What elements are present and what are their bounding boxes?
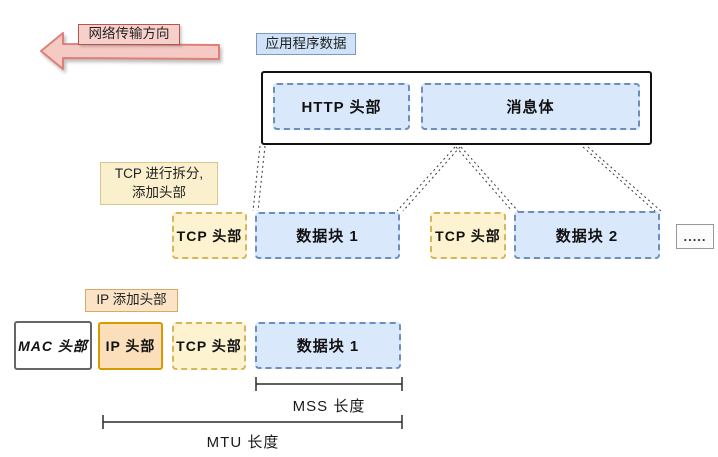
data-block-2-text: 数据块 2 — [555, 227, 619, 245]
direction-label: 网络传输方向 — [78, 24, 180, 45]
mss-length-text: MSS 长度 — [292, 398, 366, 415]
mtu-length-label: MTU 长度 — [94, 431, 392, 452]
ip-header-text: IP 头部 — [105, 338, 156, 354]
mss-length-label: MSS 长度 — [256, 395, 402, 416]
mac-header-box: MAC 头部 — [14, 321, 92, 370]
data-block-3-box: 数据块 1 — [255, 322, 401, 369]
ellipsis-text: ..... — [683, 229, 707, 244]
ip-add-note: IP 添加头部 — [85, 289, 178, 312]
app-data-label-text: 应用程序数据 — [265, 35, 347, 51]
tcp-header-2-text: TCP 头部 — [435, 227, 501, 244]
tcp-header-box-3: TCP 头部 — [172, 322, 246, 370]
tcp-header-box-2: TCP 头部 — [430, 212, 506, 259]
http-header-box: HTTP 头部 — [273, 83, 410, 130]
tcp-header-3-text: TCP 头部 — [176, 338, 242, 354]
message-body-text: 消息体 — [506, 99, 555, 116]
data-block-3-text: 数据块 1 — [296, 338, 360, 355]
tcp-header-1-text: TCP 头部 — [176, 227, 243, 244]
mtu-length-text: MTU 长度 — [206, 434, 280, 451]
tcp-split-note: TCP 进行拆分, 添加头部 — [100, 162, 218, 205]
ellipsis-box: ..... — [676, 224, 714, 249]
app-data-label: 应用程序数据 — [256, 33, 356, 55]
data-block-1-text: 数据块 1 — [296, 228, 359, 245]
direction-arrow-icon — [40, 32, 220, 70]
message-body-box: 消息体 — [421, 83, 640, 130]
http-header-text: HTTP 头部 — [301, 99, 382, 116]
tcp-header-box-1: TCP 头部 — [172, 212, 247, 259]
tcp-split-note-line1: TCP 进行拆分, — [114, 166, 204, 182]
mac-header-text: MAC 头部 — [18, 337, 88, 354]
tcp-split-note-line2: 添加头部 — [132, 184, 186, 200]
ip-add-note-text: IP 添加头部 — [96, 292, 167, 308]
direction-label-text: 网络传输方向 — [88, 26, 170, 42]
data-block-1-box: 数据块 1 — [255, 212, 400, 259]
ip-header-box: IP 头部 — [98, 322, 163, 370]
data-block-2-box: 数据块 2 — [514, 211, 660, 259]
